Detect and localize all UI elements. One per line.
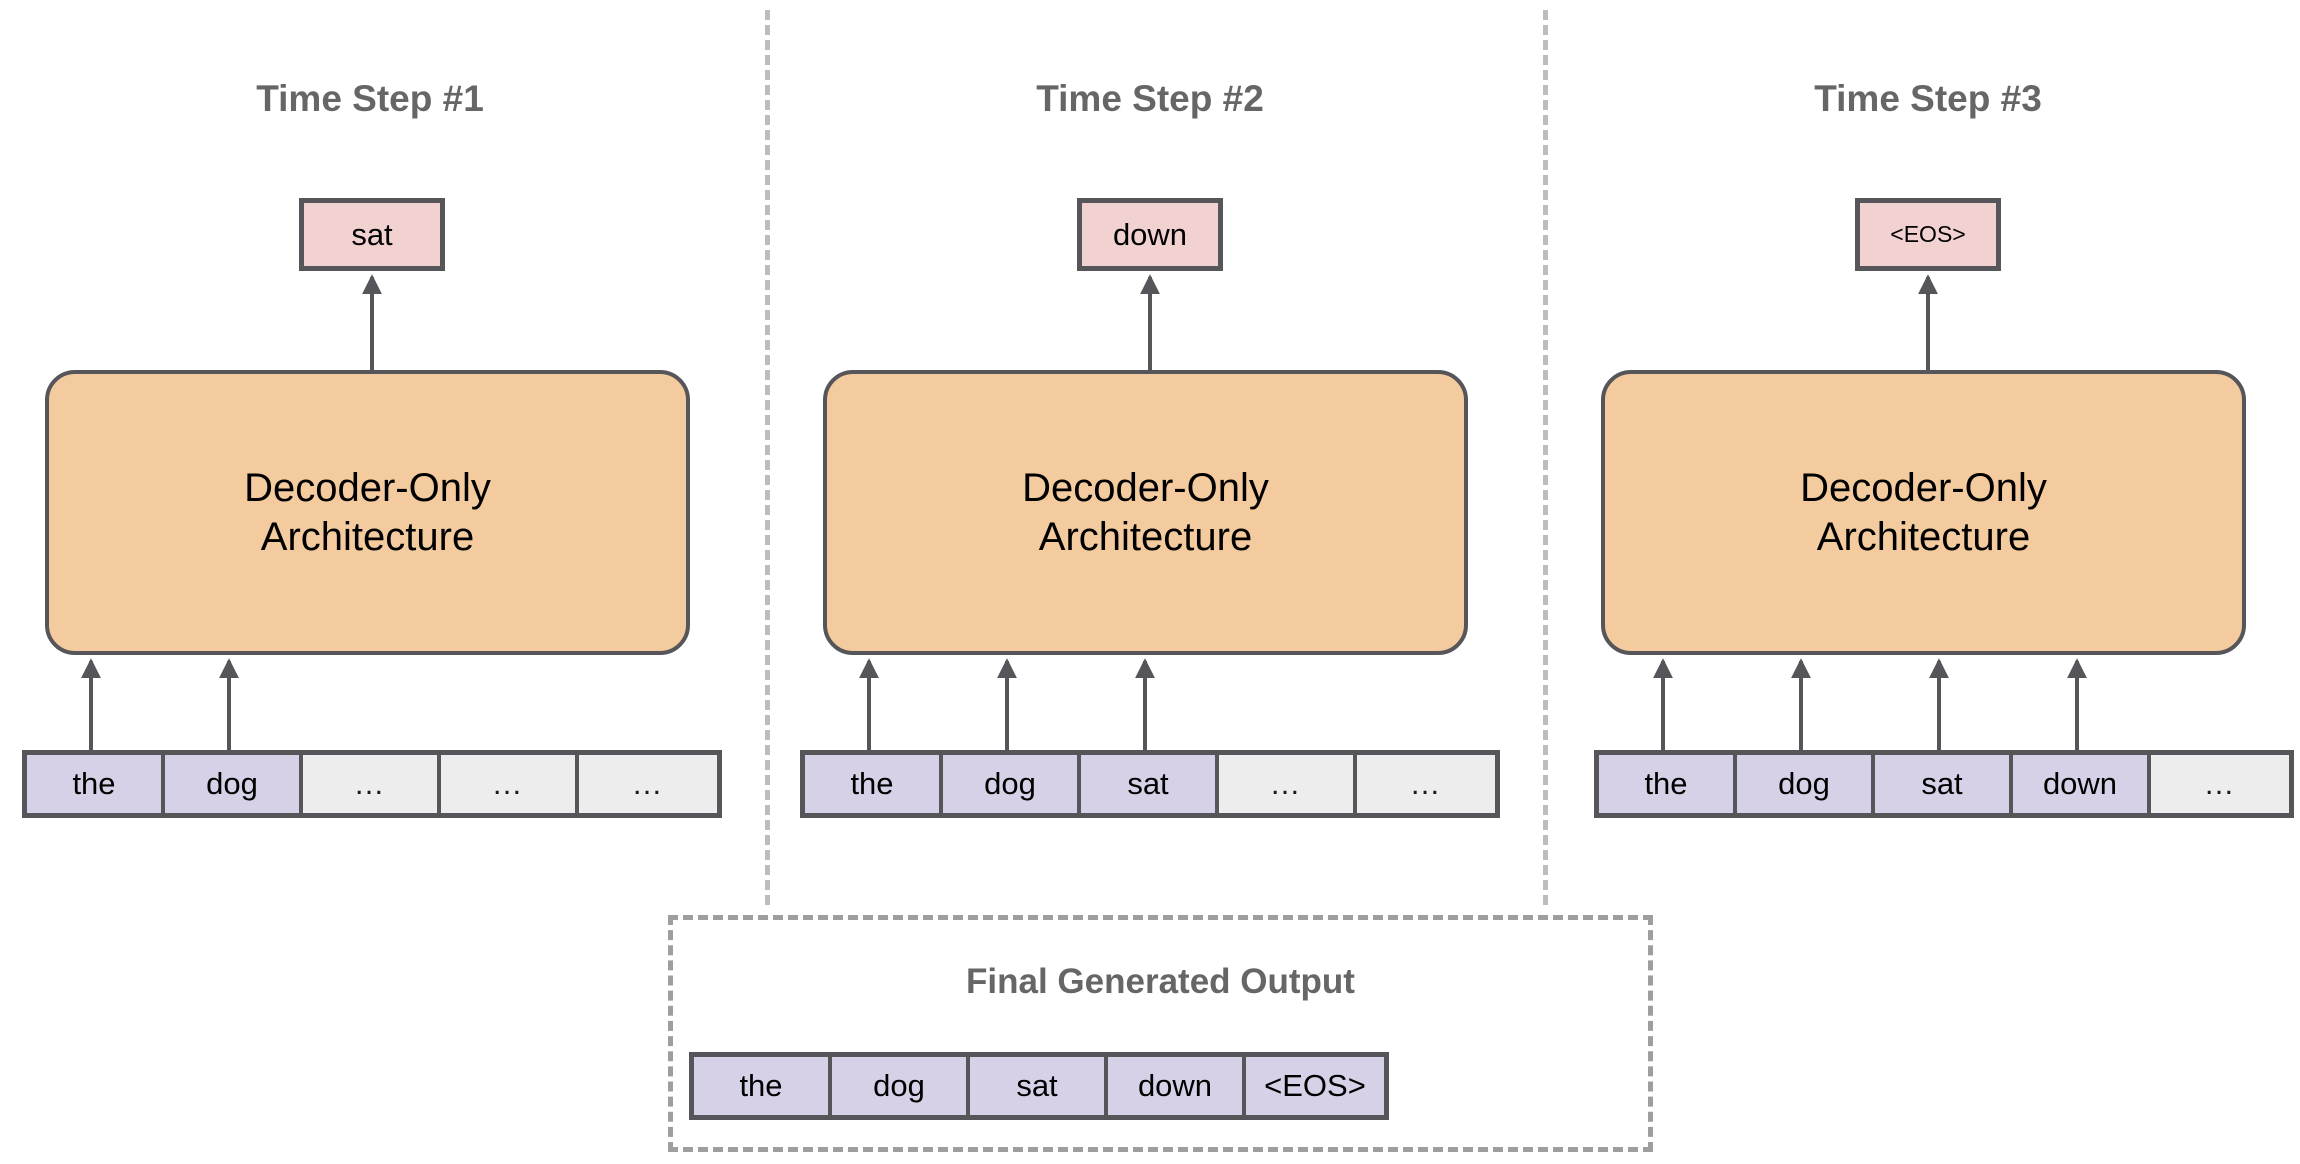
- token-cell[interactable]: the: [805, 755, 943, 813]
- token-cell[interactable]: down: [2013, 755, 2151, 813]
- column-separator-2: [1543, 10, 1548, 905]
- decoder-block-3: Decoder-Only Architecture: [1601, 370, 2246, 655]
- token-cell[interactable]: <EOS>: [1246, 1057, 1384, 1115]
- decoder-label-line1: Decoder-Only: [244, 465, 491, 510]
- decoder-label-line2: Architecture: [1038, 514, 1253, 559]
- decoder-label-line1: Decoder-Only: [1800, 465, 2047, 510]
- token-cell[interactable]: dog: [165, 755, 303, 813]
- final-output-title: Final Generated Output: [966, 962, 1355, 1001]
- emitted-token-3: <EOS>: [1855, 198, 2001, 271]
- step-title-3: Time Step #3: [1814, 78, 2042, 119]
- token-cell[interactable]: sat: [1875, 755, 2013, 813]
- final-token-row: the dog sat down <EOS>: [689, 1052, 1389, 1120]
- column-separator-1: [765, 10, 770, 905]
- token-cell[interactable]: …: [579, 755, 717, 813]
- final-output-panel: Final Generated Output the dog sat down …: [668, 915, 1653, 1152]
- step-title-1: Time Step #1: [256, 78, 484, 119]
- token-cell[interactable]: down: [1108, 1057, 1246, 1115]
- token-cell[interactable]: …: [2151, 755, 2289, 813]
- token-cell[interactable]: sat: [1081, 755, 1219, 813]
- token-cell[interactable]: dog: [832, 1057, 970, 1115]
- token-cell[interactable]: sat: [970, 1057, 1108, 1115]
- token-row-3: the dog sat down …: [1594, 750, 2294, 818]
- emitted-token-2: down: [1077, 198, 1223, 271]
- decoder-block-1: Decoder-Only Architecture: [45, 370, 690, 655]
- token-cell[interactable]: …: [441, 755, 579, 813]
- decoder-label-line2: Architecture: [1816, 514, 2031, 559]
- token-cell[interactable]: the: [694, 1057, 832, 1115]
- step-title-2: Time Step #2: [1036, 78, 1264, 119]
- token-cell[interactable]: …: [1219, 755, 1357, 813]
- token-cell[interactable]: the: [1599, 755, 1737, 813]
- token-row-1: the dog … … …: [22, 750, 722, 818]
- token-cell[interactable]: …: [1357, 755, 1495, 813]
- token-cell[interactable]: dog: [1737, 755, 1875, 813]
- decoder-block-2: Decoder-Only Architecture: [823, 370, 1468, 655]
- token-cell[interactable]: …: [303, 755, 441, 813]
- token-cell[interactable]: the: [27, 755, 165, 813]
- decoder-label-line2: Architecture: [260, 514, 475, 559]
- decoder-label-line1: Decoder-Only: [1022, 465, 1269, 510]
- token-row-2: the dog sat … …: [800, 750, 1500, 818]
- emitted-token-1: sat: [299, 198, 445, 271]
- token-cell[interactable]: dog: [943, 755, 1081, 813]
